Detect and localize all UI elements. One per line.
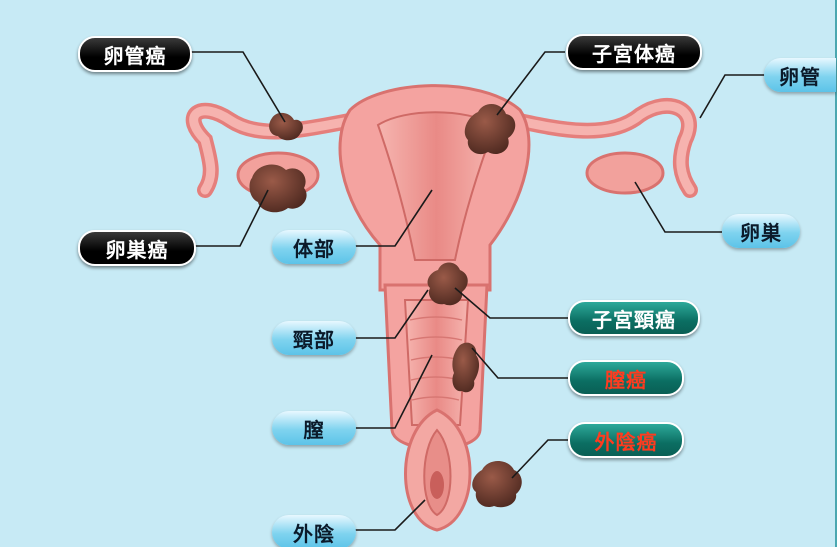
label-uterine-body: 体部 (272, 230, 356, 264)
label-cervical-cancer: 子宮頸癌 (568, 300, 700, 336)
label-ovary: 卵巣 (722, 214, 800, 248)
label-uterine-body-cancer: 子宮体癌 (566, 34, 702, 70)
label-fallopian-tube: 卵管 (764, 58, 836, 92)
right-ovary (587, 153, 663, 193)
label-vulva: 外陰 (272, 515, 356, 547)
vaginal-opening (430, 471, 444, 499)
label-vagina: 膣 (272, 411, 356, 445)
label-fallopian-tube-cancer: 卵管癌 (78, 36, 192, 72)
label-ovarian-cancer: 卵巣癌 (78, 230, 196, 266)
tumor-vulva (472, 461, 522, 507)
label-vulvar-cancer: 外陰癌 (568, 422, 684, 458)
label-vaginal-cancer: 膣癌 (568, 360, 684, 396)
tumor-ovary (250, 164, 307, 212)
label-cervix: 頸部 (272, 321, 356, 355)
